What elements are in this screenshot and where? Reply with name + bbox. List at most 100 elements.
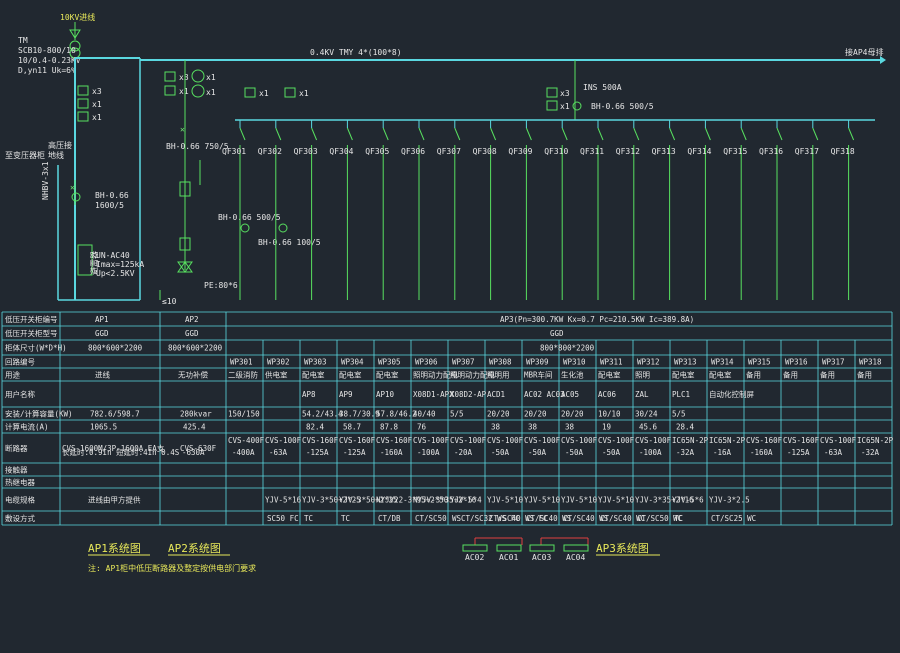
circuit-breaker2: -50A <box>565 448 584 457</box>
circuit-no: WP308 <box>489 358 512 367</box>
legend-ap2: AP2系统图 <box>168 542 221 555</box>
breaker-label-qf303: QF303 <box>294 147 318 156</box>
ap1-cable: 进线由甲方提供 <box>88 495 141 505</box>
single-line-diagram: 10KV进线 TM SCB10-800/10 10/0.4-0.23KV D,y… <box>5 12 886 306</box>
circuit-current: 58.7 <box>343 423 361 432</box>
circuit-laying: CT/DB <box>378 514 401 523</box>
circuit-breaker2: -32A <box>861 448 880 457</box>
breaker-label-qf311: QF311 <box>580 147 604 156</box>
circuit-cap: 5/5 <box>672 410 686 419</box>
feeder-contact <box>346 127 353 141</box>
cabinet-blocks: AC02 AC01 AC03 AC04 <box>462 537 589 562</box>
row-label: 计算电流(A) <box>5 422 49 432</box>
meter-ap1-x1: x1 <box>92 100 102 109</box>
ap2-breaker2: -630A <box>182 448 205 457</box>
circuit-breaker2: -50A <box>491 448 510 457</box>
circuit-breaker: CVS-100F <box>820 436 857 445</box>
circuit-use: 照明动力配电 <box>450 370 495 380</box>
meter-ap3a-x1: x1 <box>259 89 269 98</box>
legend-ap1: AP1系统图 <box>88 542 141 555</box>
cabinet-label-1: AC02 <box>465 553 484 562</box>
cabinet-label-4: AC04 <box>566 553 585 562</box>
breaker-label-qf312: QF312 <box>616 147 640 156</box>
ap2-use: 无功补偿 <box>178 370 208 380</box>
circuit-use: 照明动力配电 <box>413 370 458 380</box>
ap1-cap: 782.6/598.7 <box>90 410 140 419</box>
feeder-contact <box>669 127 676 141</box>
circuit-breaker: CVS-100F <box>635 436 672 445</box>
circuit-no: WP314 <box>711 358 734 367</box>
circuit-breaker: CVS-160F <box>746 436 783 445</box>
circuit-no: WP304 <box>341 358 364 367</box>
circuit-breaker: CVS-160F <box>783 436 820 445</box>
ap3-size: 800*800*2200 <box>540 344 595 353</box>
busbar-label: 0.4KV TMY 4*(100*8) <box>310 48 402 57</box>
row-label: 低压开关柜编号 <box>5 314 58 324</box>
circuit-cable: YJV-3*50+2*25 <box>339 496 398 505</box>
meter-ap1-x1b: x1 <box>92 113 102 122</box>
circuit-cap: 38.7/30.9 <box>339 410 380 419</box>
bus-link-label: 接AP4母排 <box>845 47 883 57</box>
circuit-use: 二级消防 <box>228 370 258 380</box>
circuit-no: WP311 <box>600 358 623 367</box>
feeder-contact <box>490 127 497 141</box>
feeder-contact <box>382 127 389 141</box>
circuit-cable: YJV-5*10 <box>524 496 561 505</box>
transformer-line4: D,yn11 Uk=6% <box>18 66 76 75</box>
circuit-cap: 20/20 <box>561 410 584 419</box>
cabinet-label-2: AC01 <box>499 553 518 562</box>
feeder-contact <box>418 127 425 141</box>
circuit-table: 低压开关柜编号低压开关柜型号柜体尺寸(W*D*H)回路编号用途用户名称安装/计算… <box>1 311 894 526</box>
circuit-cable: YJV-3*35+2*16 <box>635 496 694 505</box>
circuit-breaker2: -16A <box>713 448 732 457</box>
breaker-label-qf315: QF315 <box>723 147 747 156</box>
circuit-laying: CT/SC40 WS FC <box>489 514 548 523</box>
circuit-current: 38 <box>565 423 575 432</box>
circuit-cap: 57.8/46.2 <box>376 410 417 419</box>
ct-cap2: BH-0.66 100/5 <box>258 238 321 247</box>
circuit-use: 备用 <box>746 370 761 380</box>
circuit-cap: 20/20 <box>524 410 547 419</box>
meter-ap2-x1: x1 <box>179 87 189 96</box>
row-label: 热继电器 <box>5 477 35 487</box>
ap3-title: AP3(Pn=300.7KW Kx=0.7 Pc=210.5KW Ic=389.… <box>500 315 694 324</box>
row-label: 柜体尺寸(W*D*H) <box>5 343 67 353</box>
circuit-user: X08D1-APX <box>413 390 454 399</box>
circuit-cable: YJV-5*10 <box>598 496 635 505</box>
circuit-no: WP310 <box>563 358 586 367</box>
ap1-breaker2: 长延时:0.9In 短延时:4In 0.4S <box>62 447 180 457</box>
row-label: 低压开关柜型号 <box>5 328 58 338</box>
circuit-cap: 30/24 <box>635 410 658 419</box>
circuit-no: WP302 <box>267 358 290 367</box>
ct-main-2: 1600/5 <box>95 201 124 210</box>
feeder-contact <box>454 127 461 141</box>
meter-ap3b-x1: x1 <box>299 89 309 98</box>
circuit-user: ZAL <box>635 390 649 399</box>
breaker-label-qf310: QF310 <box>544 147 568 156</box>
feeder-contact <box>633 127 640 141</box>
breaker-label-qf304: QF304 <box>329 147 353 156</box>
arrester-label: 避雷器 <box>89 251 99 275</box>
circuit-use: 配电室 <box>598 370 621 380</box>
transformer-line1: TM <box>18 36 28 45</box>
circuit-user: AP9 <box>339 390 353 399</box>
circuit-laying: CT/SC50 WC <box>637 514 682 523</box>
circuit-cap: 10/10 <box>598 410 621 419</box>
circuit-cap: 54.2/43.4 <box>302 410 343 419</box>
circuit-cable: YJV-3*50+2*25 <box>302 496 361 505</box>
meter-ins-x3: x3 <box>560 89 570 98</box>
ins-switch-label: INS 500A <box>583 83 622 92</box>
circuit-user: AC05 <box>561 390 579 399</box>
circuit-cable: YJV-5*4 <box>450 496 482 505</box>
circuit-user: AC02 AC03 <box>524 390 565 399</box>
circuit-cable: YJV-5*16 <box>265 496 302 505</box>
breaker-label-qf318: QF318 <box>831 147 855 156</box>
incoming-label: 10KV进线 <box>60 12 95 22</box>
circuit-laying: CT/SC40 WS <box>526 514 572 523</box>
circuit-cap: 150/150 <box>228 410 260 419</box>
circuit-laying: CT/SC40 WS <box>563 514 609 523</box>
circuit-laying: TC <box>674 514 683 523</box>
breaker-label-qf313: QF313 <box>652 147 676 156</box>
